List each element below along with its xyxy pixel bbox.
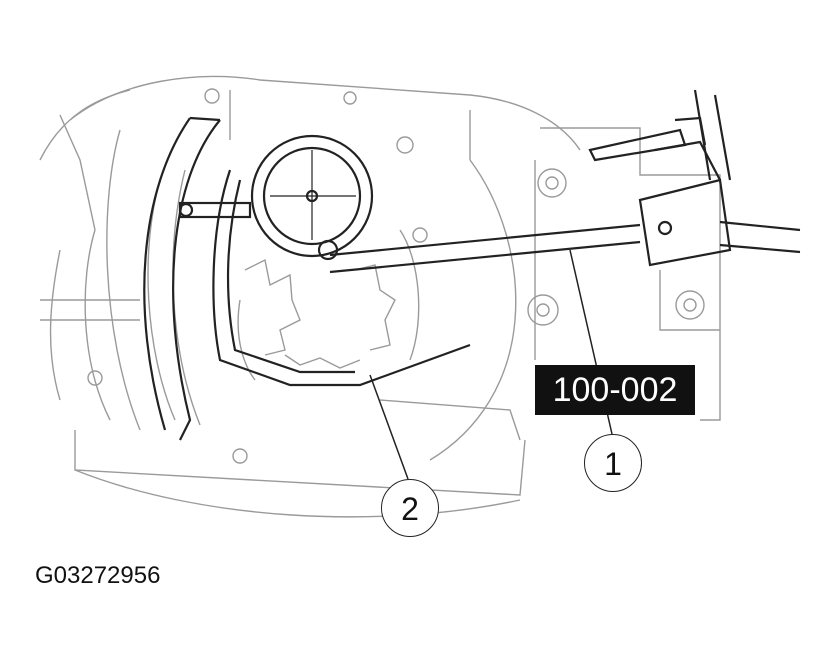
dial-indicator-assembly [143, 89, 801, 480]
figure-id: G03272956 [35, 562, 161, 589]
callout-1: 1 [584, 434, 642, 492]
housing-outline [39, 75, 721, 518]
special-tool-number-tag: 100-002 [535, 365, 695, 415]
callout-2: 2 [381, 479, 439, 537]
